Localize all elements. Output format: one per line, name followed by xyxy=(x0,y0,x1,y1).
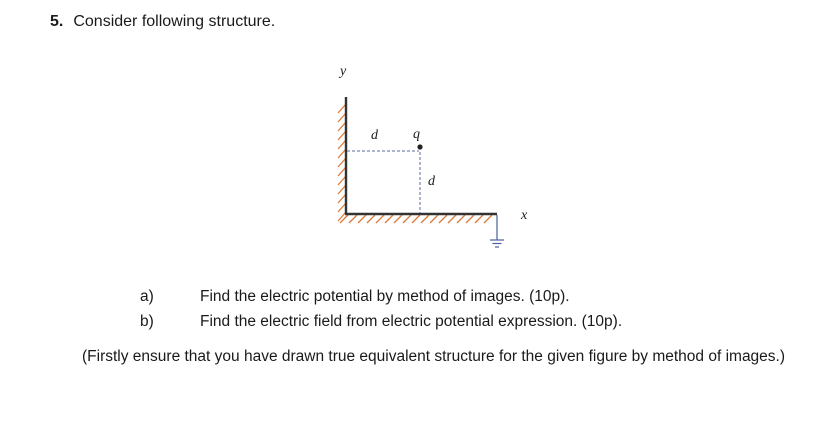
vertical-distance-label: d xyxy=(428,174,436,189)
instruction-note: (Firstly ensure that you have drawn true… xyxy=(82,348,786,365)
hatch-mark xyxy=(420,214,430,224)
hatch-mark xyxy=(456,214,466,224)
hatch-mark xyxy=(411,214,421,224)
hatch-mark xyxy=(339,214,349,224)
hatch-mark xyxy=(337,139,347,150)
item-b-text: Find the electric field from electric po… xyxy=(200,313,623,330)
hatch-mark xyxy=(384,214,394,224)
hatch-mark xyxy=(348,214,358,224)
question-number: 5. xyxy=(50,13,64,30)
hatch-mark xyxy=(337,121,347,132)
hatch-mark xyxy=(337,175,347,186)
hatch-mark xyxy=(337,157,347,168)
hatch-mark xyxy=(366,214,376,224)
hatch-mark xyxy=(337,202,347,213)
point-charge xyxy=(417,144,423,150)
horizontal-plate-hatching xyxy=(339,214,493,224)
item-a-text: Find the electric potential by method of… xyxy=(200,288,570,305)
hatch-mark xyxy=(474,214,484,224)
hatch-mark xyxy=(337,211,347,222)
vertical-plate-hatching xyxy=(337,103,347,222)
hatch-mark xyxy=(337,184,347,195)
hatch-mark xyxy=(429,214,439,224)
y-axis-label: y xyxy=(338,64,347,79)
hatch-mark xyxy=(465,214,475,224)
horizontal-distance-label: d xyxy=(371,128,379,143)
hatch-mark xyxy=(337,193,347,204)
charge-label: q xyxy=(413,127,420,142)
item-a-letter: a) xyxy=(140,288,154,305)
x-axis-label: x xyxy=(520,208,528,223)
hatch-mark xyxy=(483,214,493,224)
hatch-mark xyxy=(337,130,347,141)
hatch-mark xyxy=(438,214,448,224)
hatch-mark xyxy=(357,214,367,224)
hatch-mark xyxy=(337,103,347,114)
hatch-mark xyxy=(402,214,412,224)
hatch-mark xyxy=(337,112,347,123)
question-text: Consider following structure. xyxy=(73,13,276,30)
hatch-mark xyxy=(447,214,457,224)
hatch-mark xyxy=(393,214,403,224)
hatch-mark xyxy=(337,148,347,159)
hatch-mark xyxy=(337,166,347,177)
ground-icon xyxy=(490,215,504,248)
hatch-mark xyxy=(375,214,385,224)
question-header: 5. Consider following structure. xyxy=(50,13,275,31)
item-b-letter: b) xyxy=(140,313,154,330)
